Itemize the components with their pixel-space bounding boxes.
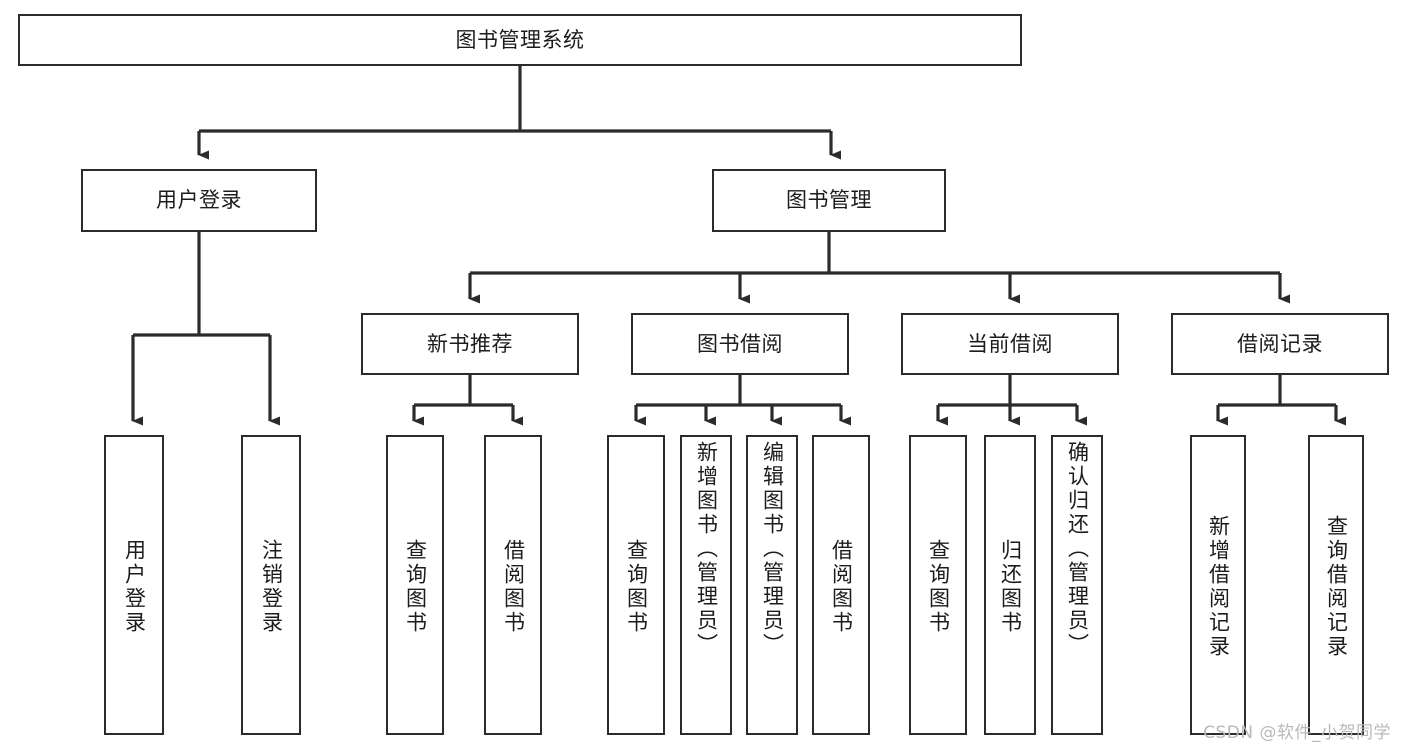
- node-book-borrow[interactable]: 图书借阅: [631, 313, 849, 375]
- edge-group-current: [936, 375, 1087, 426]
- edge-group-root: [197, 66, 841, 160]
- node-root[interactable]: 图书管理系统: [18, 14, 1022, 66]
- leaf-borrow-books-borrow-label: 借阅图书: [829, 539, 854, 635]
- leaf-add-book-admin[interactable]: 新增图书（管理员）: [680, 435, 732, 735]
- node-current-borrow[interactable]: 当前借阅: [901, 313, 1119, 375]
- leaf-confirm-return-admin-label: 确认归还（管理员）: [1065, 441, 1090, 657]
- node-book-borrow-label: 图书借阅: [697, 331, 783, 356]
- leaf-logout[interactable]: 注销登录: [241, 435, 301, 735]
- node-borrow-records-label: 借阅记录: [1237, 331, 1323, 356]
- leaf-query-books-new-label: 查询图书: [403, 539, 428, 635]
- node-user-login[interactable]: 用户登录: [81, 169, 317, 232]
- node-user-login-label: 用户登录: [156, 188, 242, 213]
- node-current-borrow-label: 当前借阅: [967, 331, 1053, 356]
- leaf-query-books-new[interactable]: 查询图书: [386, 435, 444, 735]
- edge-group-book-mgmt: [468, 232, 1290, 304]
- leaf-confirm-return-admin[interactable]: 确认归还（管理员）: [1051, 435, 1103, 735]
- leaf-query-books-borrow-label: 查询图书: [624, 539, 649, 635]
- leaf-borrow-books-new[interactable]: 借阅图书: [484, 435, 542, 735]
- leaf-add-book-admin-label: 新增图书（管理员）: [694, 441, 719, 657]
- edge-group-new-books: [412, 375, 523, 426]
- leaf-query-books-borrow[interactable]: 查询图书: [607, 435, 665, 735]
- leaf-add-borrow-record[interactable]: 新增借阅记录: [1190, 435, 1246, 735]
- edge-group-records: [1216, 375, 1346, 426]
- node-borrow-records[interactable]: 借阅记录: [1171, 313, 1389, 375]
- leaf-return-books-label: 归还图书: [998, 539, 1023, 635]
- leaf-query-books-current[interactable]: 查询图书: [909, 435, 967, 735]
- edge-group-borrow: [634, 375, 851, 426]
- leaf-borrow-books-new-label: 借阅图书: [501, 539, 526, 635]
- node-new-book-recommend-label: 新书推荐: [427, 331, 513, 356]
- node-book-management[interactable]: 图书管理: [712, 169, 946, 232]
- leaf-edit-book-admin[interactable]: 编辑图书（管理员）: [746, 435, 798, 735]
- node-root-label: 图书管理系统: [455, 27, 585, 52]
- leaf-user-login[interactable]: 用户登录: [104, 435, 164, 735]
- leaf-user-login-label: 用户登录: [122, 539, 147, 635]
- edge-group-user-login: [131, 232, 280, 426]
- leaf-query-borrow-record-label: 查询借阅记录: [1324, 515, 1349, 659]
- leaf-logout-label: 注销登录: [259, 539, 284, 635]
- leaf-return-books[interactable]: 归还图书: [984, 435, 1036, 735]
- node-new-book-recommend[interactable]: 新书推荐: [361, 313, 579, 375]
- leaf-query-borrow-record[interactable]: 查询借阅记录: [1308, 435, 1364, 735]
- node-book-management-label: 图书管理: [786, 188, 872, 213]
- leaf-add-borrow-record-label: 新增借阅记录: [1206, 515, 1231, 659]
- leaf-borrow-books-borrow[interactable]: 借阅图书: [812, 435, 870, 735]
- leaf-query-books-current-label: 查询图书: [926, 539, 951, 635]
- leaf-edit-book-admin-label: 编辑图书（管理员）: [760, 441, 785, 657]
